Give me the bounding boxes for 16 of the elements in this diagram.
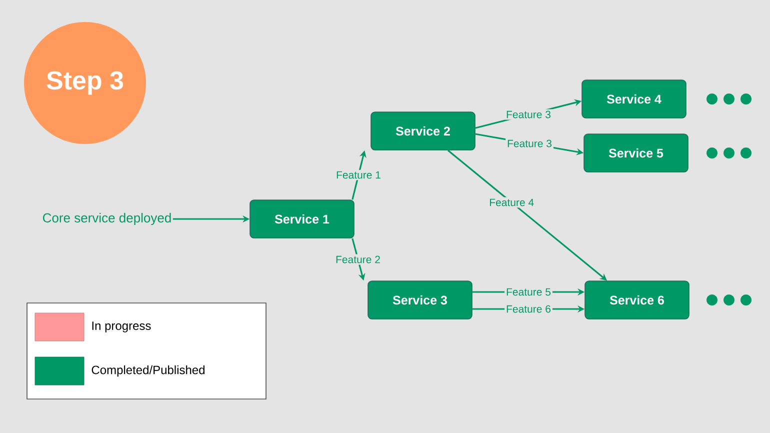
service-box: Service 2 (370, 112, 476, 150)
service-box: Service 1 (250, 200, 354, 238)
edge-label: Feature 3 (504, 109, 552, 120)
edge-label: Feature 4 (488, 197, 536, 208)
legend-label: In progress (92, 322, 151, 332)
service-box: Service 6 (584, 280, 690, 320)
edge-label: Feature 3 (506, 138, 554, 149)
edge-label: Feature 5 (504, 286, 552, 298)
edge-label: Feature 2 (334, 254, 382, 265)
edge-label: Feature 6 (504, 304, 552, 314)
start-label: Core service deployed (43, 212, 171, 226)
legend-label: Completed/Published (92, 365, 204, 377)
service-box: Service 4 (582, 80, 686, 118)
service-box: Service 5 (584, 134, 688, 172)
edge-label: Feature 1 (334, 170, 382, 180)
service-box: Service 3 (368, 280, 472, 320)
